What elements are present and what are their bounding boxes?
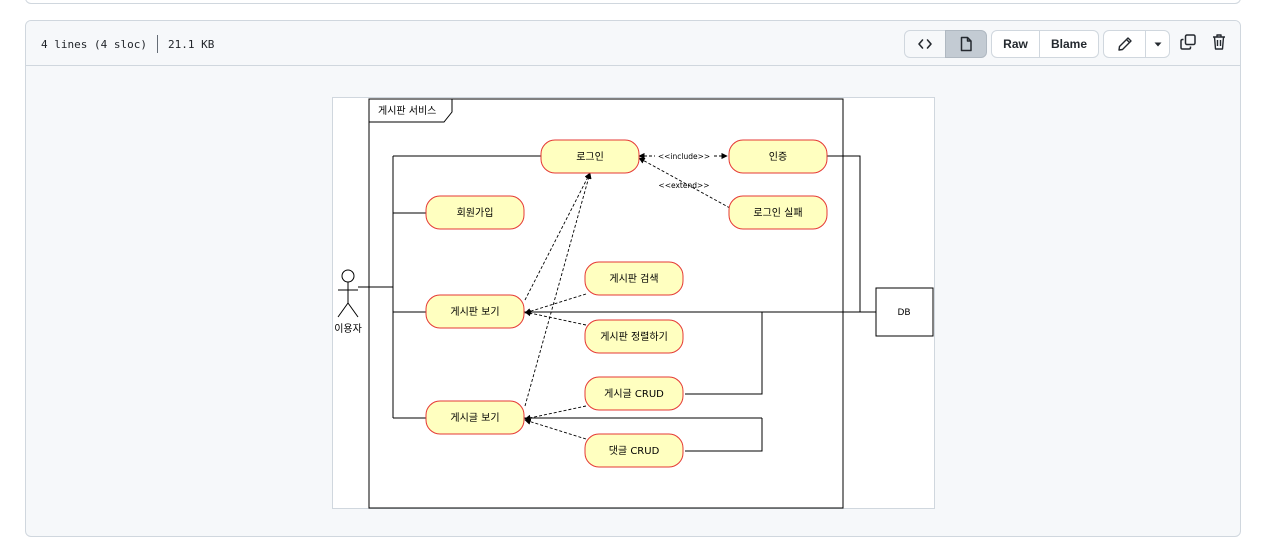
- svg-text:게시판 검색: 게시판 검색: [609, 273, 658, 285]
- svg-text:게시판 보기: 게시판 보기: [450, 306, 499, 318]
- svg-text:로그인 실패: 로그인 실패: [753, 207, 802, 219]
- include-label-bg: [655, 150, 713, 162]
- file-icon: [958, 36, 974, 52]
- file-viewer: 4 lines (4 sloc) 21.1 KB Raw Blame: [25, 20, 1241, 537]
- more-edit-options-button[interactable]: [1145, 30, 1170, 58]
- delete-button[interactable]: [1206, 30, 1232, 58]
- svg-text:게시글 CRUD: 게시글 CRUD: [604, 388, 664, 400]
- svg-text:로그인: 로그인: [576, 151, 604, 163]
- system-boundary: [368, 98, 844, 509]
- use-case-post-view: 게시글 보기: [425, 400, 525, 435]
- copy-button[interactable]: [1175, 30, 1201, 58]
- preview-button[interactable]: [945, 30, 987, 58]
- db-label: DB: [897, 308, 910, 318]
- use-case-signup: 회원가입: [425, 195, 525, 230]
- pencil-icon: [1117, 36, 1133, 52]
- svg-text:게시글 보기: 게시글 보기: [450, 412, 499, 424]
- blame-button[interactable]: Blame: [1039, 30, 1099, 58]
- raw-button[interactable]: Raw: [991, 30, 1040, 58]
- include-label: <<include>>: [658, 152, 710, 161]
- actor-associations: [358, 155, 541, 419]
- triangle-down-icon: [1153, 39, 1163, 49]
- svg-text:회원가입: 회원가입: [457, 206, 494, 219]
- trash-icon: [1211, 33, 1227, 56]
- line-count: 4 lines (4 sloc): [41, 37, 147, 51]
- db-associations: [523, 155, 876, 452]
- use-case-comment-crud: 댓글 CRUD: [584, 433, 684, 468]
- svg-text:게시판 정렬하기: 게시판 정렬하기: [600, 330, 668, 343]
- diagram-image: 게시판 서비스 이용자: [332, 97, 935, 509]
- use-case-login: 로그인: [540, 139, 640, 174]
- use-case-diagram: 게시판 서비스 이용자: [334, 98, 934, 509]
- file-header: 4 lines (4 sloc) 21.1 KB Raw Blame: [26, 21, 1240, 66]
- dependency-arrows: [524, 152, 731, 440]
- use-case-auth: 인증: [728, 139, 828, 174]
- use-case-login-fail: 로그인 실패: [728, 195, 828, 230]
- code-view-button[interactable]: [904, 30, 946, 58]
- use-case-board-search: 게시판 검색: [584, 261, 684, 296]
- svg-text:댓글 CRUD: 댓글 CRUD: [609, 445, 660, 457]
- use-case-post-crud: 게시글 CRUD: [584, 376, 684, 411]
- copy-icon: [1179, 33, 1197, 56]
- actor-label: 이용자: [334, 323, 362, 335]
- system-title: 게시판 서비스: [378, 105, 436, 117]
- actor-icon: [337, 269, 359, 318]
- divider: [156, 35, 158, 53]
- code-icon: [917, 36, 933, 52]
- file-size: 21.1 KB: [167, 37, 215, 51]
- edit-button[interactable]: [1103, 30, 1146, 58]
- svg-text:인증: 인증: [769, 151, 787, 163]
- extend-label: <<extend>>: [658, 181, 709, 190]
- system-title-tab: [368, 98, 453, 123]
- file-info: 4 lines (4 sloc) 21.1 KB: [41, 35, 214, 53]
- use-case-board-view: 게시판 보기: [425, 294, 525, 329]
- db-box: [875, 287, 934, 337]
- previous-box-edge: [25, 0, 1241, 4]
- use-case-board-sort: 게시판 정렬하기: [584, 319, 684, 354]
